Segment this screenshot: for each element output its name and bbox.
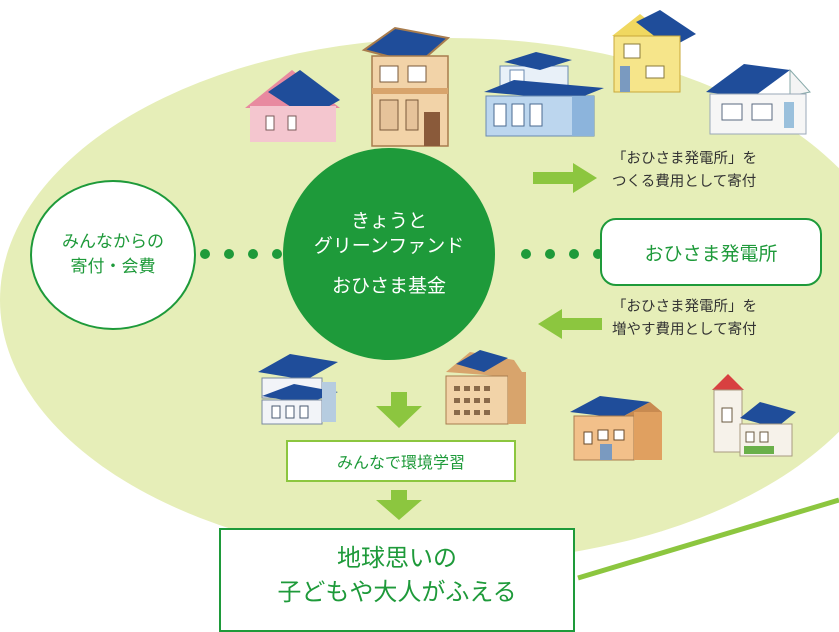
fund-name-line3: おひさま基金 xyxy=(331,274,446,297)
donation-line1: みんなからの xyxy=(62,232,164,253)
house-icon xyxy=(706,64,811,135)
arrow-down-icon xyxy=(376,392,422,428)
connector-dot xyxy=(521,249,531,259)
arrow-down-icon xyxy=(376,490,422,520)
arrow-left-icon xyxy=(538,309,602,339)
fund-name-line1: きょうと xyxy=(350,209,427,232)
solar-plant-label: おひさま発電所 xyxy=(644,242,778,265)
connector-dot xyxy=(224,249,234,259)
note-increase-line1: 「おひさま発電所」を xyxy=(612,299,757,315)
house-icon xyxy=(245,70,340,142)
connector-dot xyxy=(248,249,258,259)
house-icon xyxy=(712,374,796,457)
arrow-right-icon xyxy=(533,163,597,193)
connector-dot xyxy=(569,249,579,259)
connector-dot xyxy=(593,249,603,259)
donation-circle: みんなからの 寄付・会費 xyxy=(30,180,196,330)
note-increase: 「おひさま発電所」を 増やす費用として寄付 xyxy=(612,296,757,342)
result-line2: 子どもや大人がふえる xyxy=(277,577,517,606)
note-build: 「おひさま発電所」を つくる費用として寄付 xyxy=(612,148,757,194)
house-icon xyxy=(445,350,526,425)
result-box: 地球思いの 子どもや大人がふえる xyxy=(219,528,575,632)
fund-name-line2: グリーンファンド xyxy=(313,235,465,258)
house-icon xyxy=(361,26,451,147)
dotted-connector-right xyxy=(521,249,603,259)
result-line1: 地球思いの xyxy=(337,544,457,572)
donation-line2: 寄付・会費 xyxy=(70,257,156,277)
house-icon xyxy=(570,396,662,461)
note-increase-line2: 増やす費用として寄付 xyxy=(612,322,757,339)
environmental-study-box: みんなで環境学習 xyxy=(286,440,516,482)
fund-circle: きょうと グリーンファンド おひさま基金 xyxy=(283,148,495,360)
study-label: みんなで環境学習 xyxy=(336,453,465,472)
dotted-connector-left xyxy=(200,249,282,259)
solar-plant-box: おひさま発電所 xyxy=(600,218,822,286)
connector-line xyxy=(577,497,839,581)
house-icon xyxy=(612,10,696,93)
note-build-line1: 「おひさま発電所」を xyxy=(612,151,757,167)
house-icon xyxy=(258,354,338,425)
connector-dot xyxy=(200,249,210,259)
house-icon xyxy=(484,52,604,137)
connector-dot xyxy=(272,249,282,259)
note-build-line2: つくる費用として寄付 xyxy=(612,174,757,191)
connector-dot xyxy=(545,249,555,259)
